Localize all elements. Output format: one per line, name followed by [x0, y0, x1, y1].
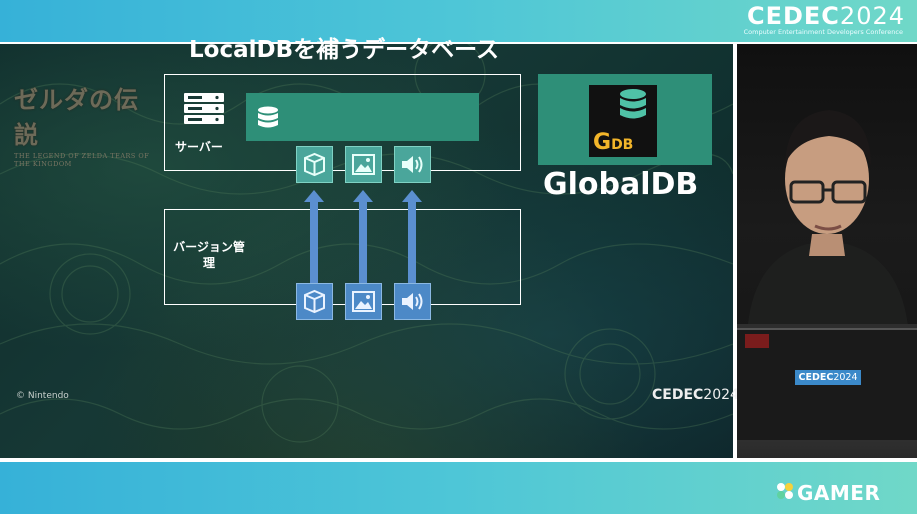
- slide-title: LocalDBを補うデータベース: [189, 37, 499, 63]
- cedec-logo-slide: CEDEC2024: [652, 387, 739, 403]
- upload-arrow-audio: [408, 201, 416, 283]
- version-control-box: [164, 209, 521, 305]
- version-cube-tile: [296, 283, 333, 320]
- server-image-tile: [345, 146, 382, 183]
- upload-arrow-cube: [310, 201, 318, 283]
- gamer-logo-icon: [777, 483, 793, 499]
- gamer-site-logo[interactable]: GAMER: [797, 481, 881, 505]
- speaker-icon: [402, 293, 423, 310]
- globaldb-logo-letters: GDB: [593, 130, 634, 155]
- laptop-cedec-sticker: CEDEC2024: [795, 370, 861, 385]
- upload-arrow-image: [359, 201, 367, 283]
- laptop-red-sticker: [745, 334, 769, 348]
- top-banner: CEDEC2024 Computer Entertainment Develop…: [0, 0, 917, 42]
- server-box: [164, 74, 521, 171]
- upload-arrowhead-audio: [402, 190, 422, 202]
- game-logo-title: ゼルダの伝説: [14, 85, 139, 149]
- image-icon: [352, 154, 375, 175]
- game-logo: ゼルダの伝説 THE LEGEND OF ZELDA TEARS OF THE …: [14, 80, 154, 168]
- cedec-logo-subtitle: Computer Entertainment Developers Confer…: [743, 28, 903, 36]
- game-logo-subtitle: THE LEGEND OF ZELDA TEARS OF THE KINGDOM: [14, 152, 150, 168]
- upload-arrowhead-image: [353, 190, 373, 202]
- globaldb-logo: [589, 85, 657, 157]
- database-icon: [258, 106, 278, 128]
- copyright-text: © Nintendo: [16, 391, 69, 401]
- image-icon: [352, 291, 375, 312]
- server-cube-tile: [296, 146, 333, 183]
- upload-arrowhead-cube: [304, 190, 324, 202]
- speaker-icon: [402, 156, 423, 173]
- server-audio-tile: [394, 146, 431, 183]
- speaker-camera-feed: CEDEC2024: [737, 44, 917, 458]
- cedec-logo-top: CEDEC2024: [746, 2, 905, 30]
- server-label: サーバー: [175, 140, 223, 154]
- server-rack-icon: [184, 93, 224, 124]
- localdb-bar: [246, 93, 479, 141]
- version-control-label: バージョン管理: [173, 240, 245, 270]
- version-audio-tile: [394, 283, 431, 320]
- cube-icon: [304, 152, 325, 177]
- globaldb-label: GlobalDB: [543, 167, 699, 202]
- database-icon: [620, 89, 646, 119]
- speaker-photo: [747, 110, 909, 334]
- version-image-tile: [345, 283, 382, 320]
- cube-icon: [304, 289, 325, 314]
